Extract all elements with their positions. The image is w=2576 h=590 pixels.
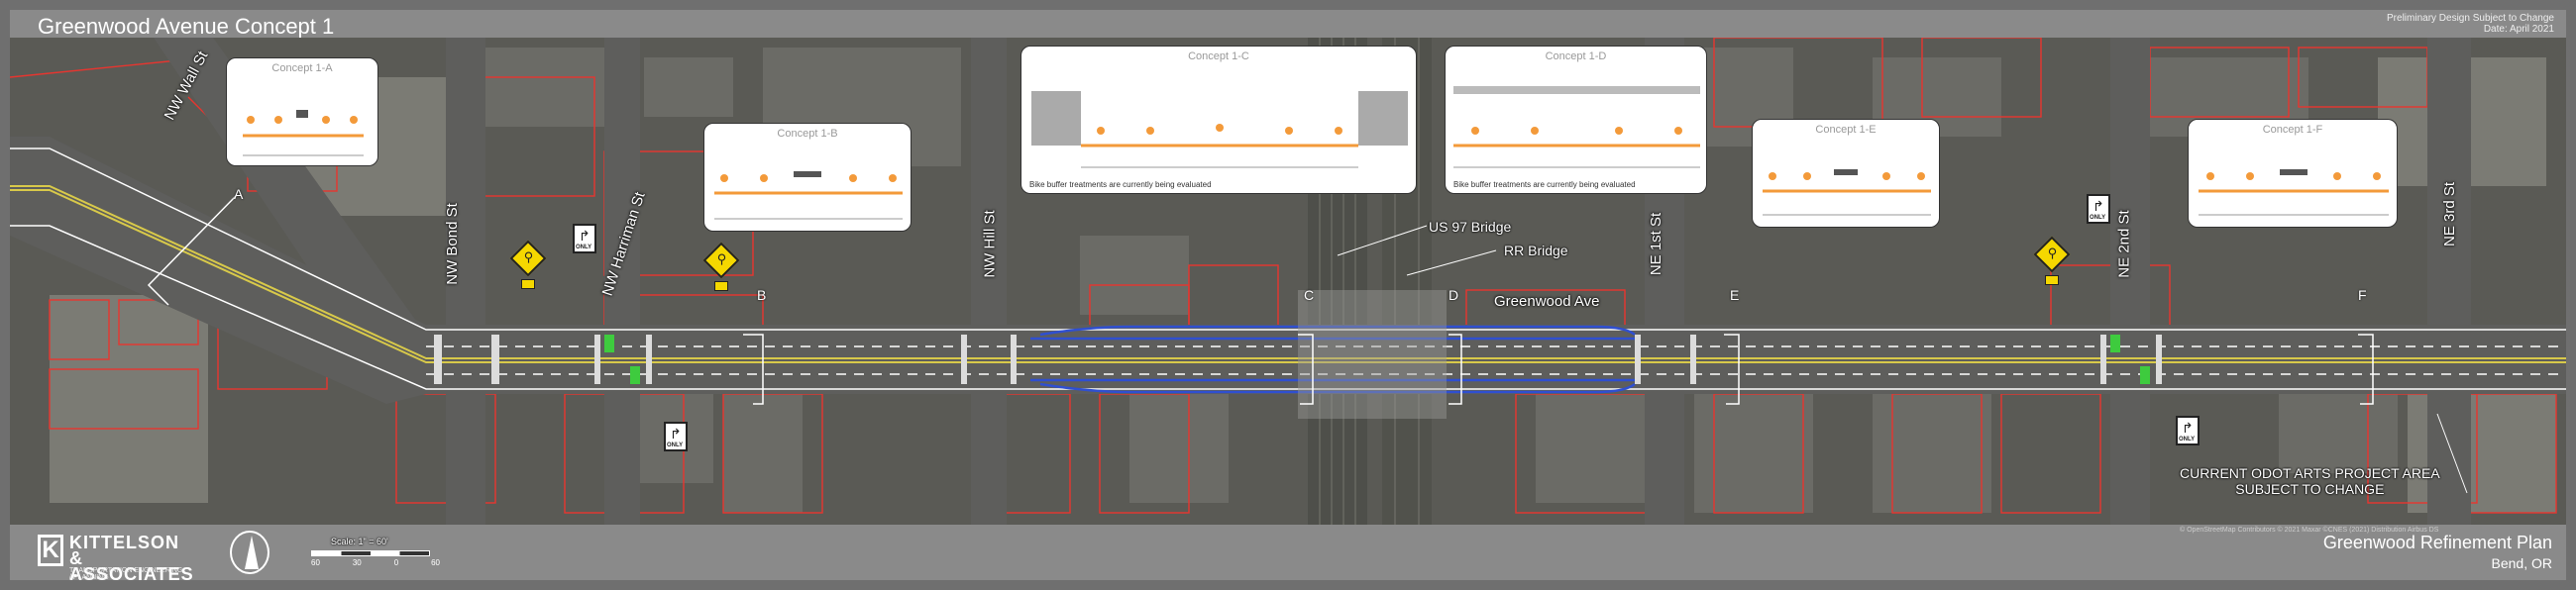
street-label-third: NE 3rd St: [2441, 181, 2459, 247]
disclaimer-line-1: Preliminary Design Subject to Change: [2387, 13, 2554, 24]
concept-f-title: Concept 1-F: [2262, 124, 2323, 136]
company-name-line-1: KITTELSON: [69, 533, 179, 552]
concept-callout-b[interactable]: Concept 1-B: [703, 123, 912, 232]
scale-ticks: 60 30 0 60: [311, 558, 440, 567]
street-label-greenwood: Greenwood Ave: [1494, 293, 1600, 310]
bike-boxes: [604, 335, 2150, 384]
scale-tick: 60: [431, 558, 440, 567]
scale-tick: 30: [352, 558, 362, 567]
plan-title: Greenwood Refinement Plan: [2322, 533, 2552, 552]
wall-st-road: [154, 38, 426, 354]
rr-bridge-label: RR Bridge: [1504, 243, 1568, 258]
company-logo: K KITTELSON & ASSOCIATES TRANSPORTATION …: [38, 534, 193, 583]
concept-f-section-icon: [2199, 169, 2389, 216]
north-arrow-icon: [230, 531, 269, 574]
concept-b-section-icon: [714, 171, 903, 220]
concept-c-title: Concept 1-C: [1188, 50, 1249, 62]
scale-tick: 0: [393, 558, 399, 567]
second-st-road: [2110, 38, 2150, 525]
odot-project-label-line-1: CURRENT ODOT ARTS PROJECT AREA: [2180, 465, 2440, 481]
bridge-shading: [1298, 290, 1447, 419]
section-f-label: F: [2358, 287, 2367, 303]
scale-label: Scale: 1" = 60': [331, 537, 388, 546]
concept-b-title: Concept 1-B: [777, 128, 838, 140]
concept-d-note: Bike buffer treatments are currently bei…: [1453, 180, 1636, 189]
sheet-footer: K KITTELSON & ASSOCIATES TRANSPORTATION …: [10, 525, 2566, 583]
odot-project-label-line-2: SUBJECT TO CHANGE: [2235, 481, 2385, 497]
concept-callout-d[interactable]: Concept 1-D Bike buffer treatments are c…: [1445, 46, 1707, 194]
aerial-map[interactable]: A B C D E F NW Wall St NW Bond St NW Har…: [10, 38, 2566, 525]
centerline: [10, 185, 2566, 363]
arrow-plaque-icon: [714, 281, 728, 291]
right-turn-only-sign-icon: [2087, 194, 2110, 224]
k-logo-icon: K: [38, 535, 63, 566]
arrow-plaque-icon: [2045, 275, 2059, 285]
right-turn-only-sign-icon: [2176, 416, 2200, 445]
hill-st-road: [971, 38, 1007, 525]
concept-e-title: Concept 1-E: [1815, 124, 1877, 136]
scale-tick: 60: [311, 558, 320, 567]
company-name-line-2: & ASSOCIATES: [69, 548, 194, 584]
scale-bar-graphic: [311, 550, 430, 556]
concept-e-section-icon: [1763, 169, 1931, 216]
plan-location: Bend, OR: [2491, 555, 2552, 571]
concept-a-section-icon: [243, 110, 364, 156]
concept-c-note: Bike buffer treatments are currently bei…: [1029, 180, 1212, 189]
concept-callout-f[interactable]: Concept 1-F: [2188, 119, 2398, 228]
arrow-plaque-icon: [521, 279, 535, 289]
company-name: KITTELSON & ASSOCIATES: [69, 533, 194, 584]
section-cuts: [147, 195, 2374, 405]
leader-lines: [1337, 225, 2468, 494]
curb-lines: [10, 148, 2566, 390]
plan-title-block: Greenwood Refinement Plan Bend, OR: [2323, 533, 2552, 571]
street-label-hill: NW Hill St: [981, 210, 999, 278]
concept-d-title: Concept 1-D: [1545, 50, 1607, 62]
section-e-label: E: [1730, 287, 1740, 303]
sheet-title: Greenwood Avenue Concept 1: [38, 14, 335, 39]
section-c-label: C: [1304, 287, 1315, 303]
map-attribution: © OpenStreetMap Contributors © 2021 Maxa…: [2180, 527, 2439, 534]
sheet-header: Greenwood Avenue Concept 1 Preliminary D…: [10, 10, 2566, 39]
concept-c-section-icon: [1031, 91, 1408, 168]
concept-callout-e[interactable]: Concept 1-E: [1752, 119, 1940, 228]
disclaimer-line-2: Date: April 2021: [2483, 24, 2554, 35]
crosswalks: [434, 335, 2162, 384]
concept-callout-a[interactable]: Concept 1-A: [226, 57, 378, 166]
harriman-st-road: [604, 38, 640, 525]
us97-bridge-label: US 97 Bridge: [1429, 219, 1512, 235]
concept-d-section-icon: [1453, 86, 1700, 168]
concept-a-title: Concept 1-A: [271, 62, 333, 74]
disclaimer: Preliminary Design Subject to Change Dat…: [2387, 13, 2554, 35]
right-turn-only-sign-icon: [573, 224, 596, 253]
odot-project-label: CURRENT ODOT ARTS PROJECT AREA SUBJECT T…: [2180, 465, 2440, 497]
section-d-label: D: [1449, 287, 1459, 303]
concept-callout-c[interactable]: Concept 1-C Bike buffer treatments are c…: [1020, 46, 1417, 194]
street-label-first: NE 1st St: [1648, 212, 1665, 276]
street-label-second: NE 2nd St: [2115, 210, 2133, 278]
section-a-label: A: [234, 186, 244, 202]
third-st-road: [2427, 38, 2471, 525]
company-tagline: TRANSPORTATION ENGINEERING / PLANNING: [69, 567, 183, 581]
bond-st-road: [446, 38, 485, 525]
section-b-label: B: [757, 287, 767, 303]
street-label-bond: NW Bond St: [443, 203, 461, 285]
right-turn-only-sign-icon: [664, 422, 688, 451]
scale-bar: Scale: 1" = 60' 60 30 0 60: [311, 537, 450, 572]
bike-lanes: [1030, 325, 1636, 394]
